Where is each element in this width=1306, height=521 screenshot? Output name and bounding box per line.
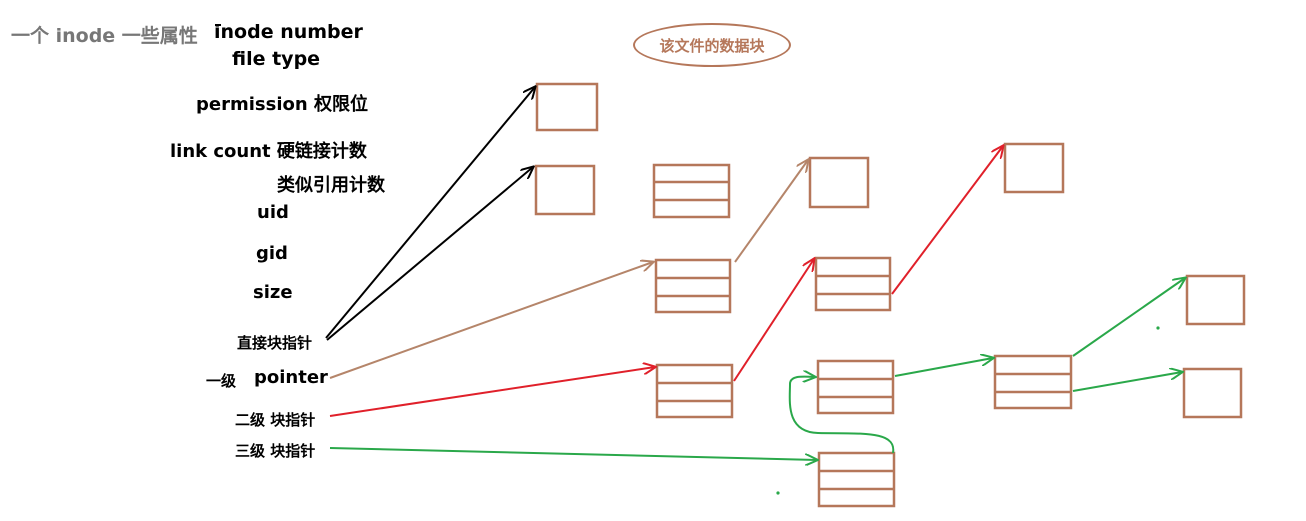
arrow-single-to-table bbox=[329, 262, 653, 379]
stray-dot bbox=[1156, 326, 1160, 330]
data-block-triple-1 bbox=[1185, 274, 1246, 326]
single-indirect-label: pointer bbox=[254, 367, 328, 388]
pointer-block-double-l2 bbox=[814, 256, 892, 312]
attr-inode-number: inode number bbox=[214, 21, 363, 43]
triple-indirect-label: 三级 块指针 bbox=[235, 442, 316, 460]
pointer-block-double-l1 bbox=[655, 363, 734, 419]
arrow-triple-to-l1 bbox=[329, 447, 817, 460]
attr-gid: gid bbox=[256, 243, 288, 264]
arrow-triple-to-data-2 bbox=[1072, 372, 1182, 392]
attr-link-count-note: 类似引用计数 bbox=[277, 175, 385, 196]
arrow-direct-1 bbox=[325, 87, 535, 339]
arrow-triple-l1-to-l2 bbox=[788, 377, 895, 454]
arrow-direct-2 bbox=[326, 167, 533, 341]
arrow-triple-to-l3 bbox=[894, 358, 993, 377]
single-indirect-prefix: 一级 bbox=[206, 372, 237, 390]
arrow-double-to-data bbox=[891, 146, 1003, 295]
data-block-direct-2 bbox=[534, 164, 596, 216]
double-indirect-label: 二级 块指针 bbox=[235, 411, 316, 429]
pointer-block-triple-l2 bbox=[816, 359, 895, 415]
pointer-block-a bbox=[652, 163, 731, 219]
attr-link-count: link count 硬链接计数 bbox=[170, 141, 367, 162]
data-block-direct-1 bbox=[535, 82, 599, 132]
attr-uid: uid bbox=[257, 202, 289, 223]
arrow-double-to-l2 bbox=[733, 259, 814, 382]
stray-dot bbox=[776, 491, 780, 495]
data-block-single bbox=[808, 156, 870, 209]
data-block-note-label: 该文件的数据块 bbox=[659, 36, 765, 55]
arrow-triple-to-data-1 bbox=[1072, 278, 1185, 357]
attr-permission: permission 权限位 bbox=[196, 94, 368, 115]
attr-size: size bbox=[253, 282, 293, 303]
diagram-title: 一个 inode 一些属性 bbox=[11, 25, 198, 47]
pointer-block-triple-l1 bbox=[817, 451, 896, 508]
direct-pointer-label: 直接块指针 bbox=[237, 334, 313, 352]
attr-file-type: file type bbox=[232, 48, 321, 70]
pointer-block-triple-l3 bbox=[993, 354, 1073, 410]
arrow-single-to-data bbox=[734, 160, 808, 263]
data-block-triple-2 bbox=[1182, 367, 1243, 419]
data-block-double bbox=[1003, 142, 1065, 194]
arrow-double-to-l1 bbox=[329, 367, 655, 417]
data-block-note: 该文件的数据块 bbox=[633, 23, 791, 67]
pointer-block-single bbox=[654, 258, 732, 314]
